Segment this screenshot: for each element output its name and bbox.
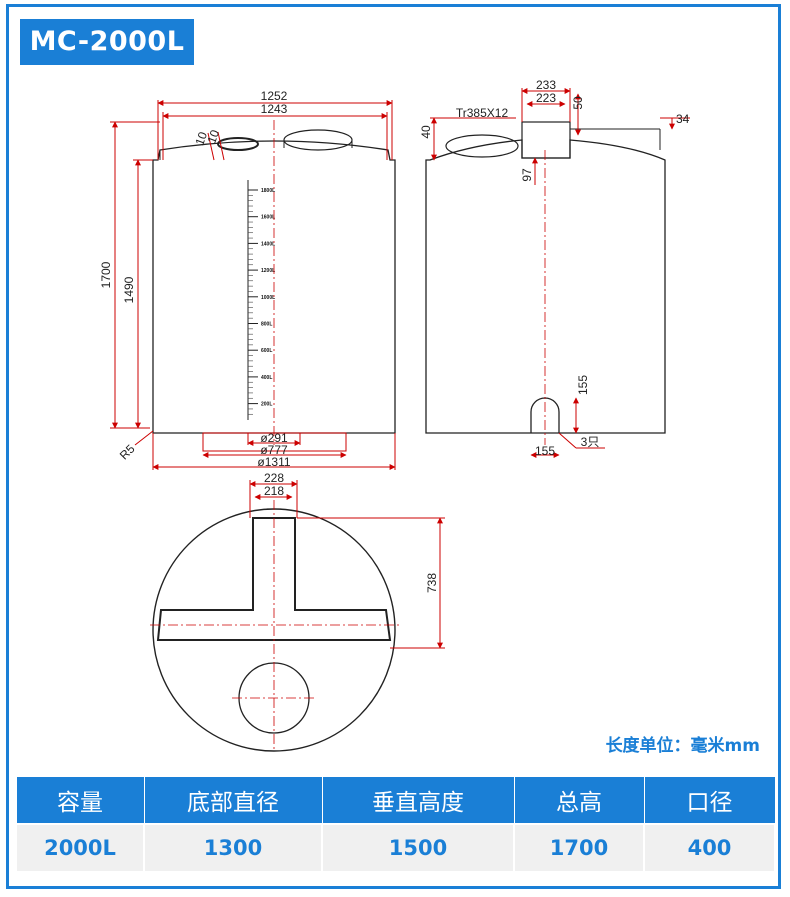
scale-label: 1000L [261, 295, 275, 301]
dim-collar-outer: 233 [536, 78, 556, 92]
scale-label: 1800L [261, 188, 275, 194]
spec-value-bottom-diameter: 1300 [143, 823, 323, 873]
scale-label: 200L [261, 402, 272, 408]
outer-frame [6, 4, 781, 889]
technical-drawing: 1800L 1600L 1400L 1200L 1000L 800L 600L 400L 200… [99, 78, 690, 752]
front-lid [283, 129, 353, 151]
dim-bottom-port: ø291 [260, 431, 288, 445]
scale-label: 800L [261, 322, 272, 328]
side-tank-outline [425, 139, 666, 434]
dim-outlet-width: 155 [535, 444, 555, 458]
scale-label: 400L [261, 375, 272, 381]
unit-note: 长度单位：毫米mm [605, 736, 760, 756]
dim-collar-inner: 223 [536, 91, 556, 105]
dim-top-inner: 1243 [261, 102, 288, 116]
dim-lid-thread: Tr385X12 [456, 106, 509, 120]
spec-header-total-height: 总高 [513, 776, 645, 825]
spec-header-row: 容量 底部直径 垂直高度 总高 口径 [15, 776, 776, 825]
dim-body-diameter: ø1311 [257, 455, 290, 469]
dim-outlet-height: 155 [576, 375, 590, 395]
spec-table: 容量 底部直径 垂直高度 总高 口径 2000L 1300 1500 1700 … [15, 776, 776, 873]
spec-value-total-height: 1700 [513, 823, 645, 873]
top-view: 228 218 738 [150, 471, 445, 752]
side-collar [521, 121, 571, 159]
spec-header-vertical-height: 垂直高度 [321, 776, 515, 825]
spec-header-bottom-diameter: 底部直径 [143, 776, 323, 825]
spec-value-opening: 400 [643, 823, 776, 873]
spec-header-opening: 口径 [643, 776, 776, 825]
dim-wall-a: 10 [192, 130, 210, 148]
spec-value-vertical-height: 1500 [321, 823, 515, 873]
dim-outlet-size: 3只 [581, 435, 600, 449]
dim-bottom-base: ø777 [260, 443, 288, 457]
dim-lid-height: 40 [419, 125, 433, 139]
front-view: 1800L 1600L 1400L 1200L 1000L 800L 600L 400L 200… [99, 89, 396, 470]
dim-height-total: 1700 [99, 261, 113, 288]
dim-channel-length: 738 [425, 573, 439, 593]
dim-top-outer: 1252 [261, 89, 288, 103]
dim-corner-radius: R5 [117, 442, 138, 463]
spec-header-capacity: 容量 [15, 776, 145, 825]
side-lid [445, 134, 519, 158]
scale-label: 1400L [261, 241, 275, 247]
spec-value-row: 2000L 1300 1500 1700 400 [15, 823, 776, 873]
scale-label: 600L [261, 348, 272, 354]
dim-collar-depth: 97 [520, 168, 534, 182]
model-title: MC-2000L [20, 19, 194, 65]
dim-channel-inner: 218 [264, 484, 284, 498]
spec-value-capacity: 2000L [15, 823, 145, 873]
top-channel [156, 517, 392, 641]
front-base [202, 432, 347, 452]
front-small-port [217, 137, 259, 151]
dim-rim-height: 34 [676, 112, 690, 126]
front-tank-outline [152, 140, 396, 434]
side-view: Tr385X12 40 233 223 50 34 97 155 155 3只 [419, 78, 690, 458]
scale-label: 1600L [261, 215, 275, 221]
dim-height-vertical: 1490 [122, 276, 136, 303]
dim-wall-b: 10 [204, 128, 222, 146]
dim-collar-height: 50 [571, 96, 585, 110]
scale-label: 1200L [261, 268, 275, 274]
dim-channel-outer: 228 [264, 471, 284, 485]
